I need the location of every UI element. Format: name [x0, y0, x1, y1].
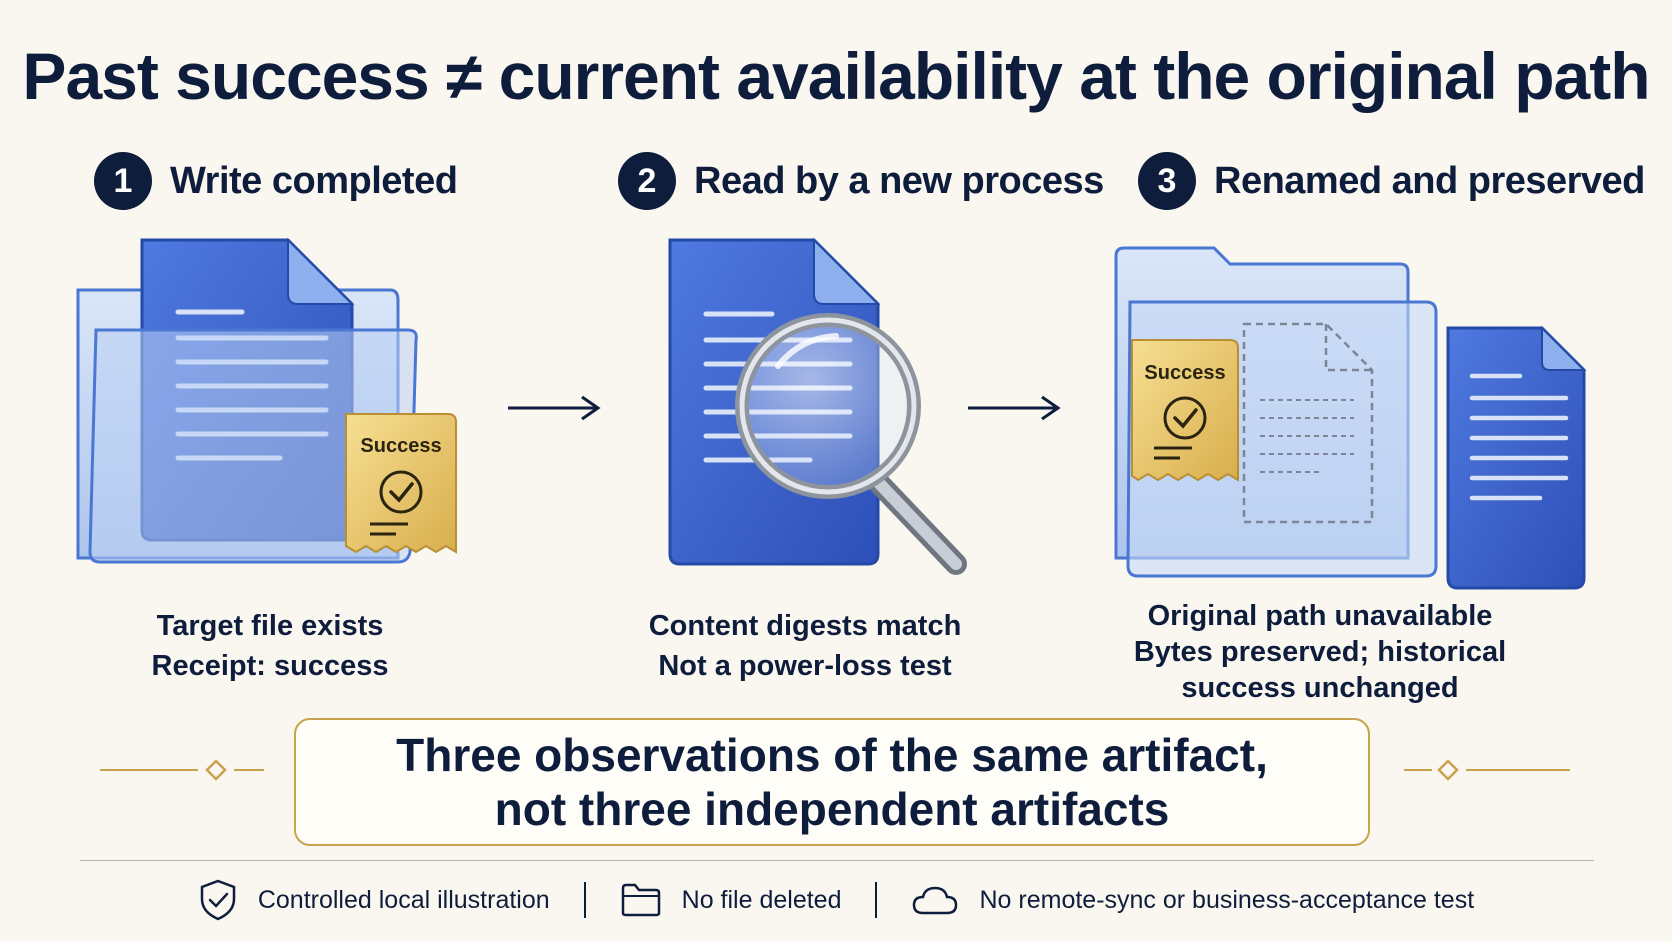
- missing-file-outline: [1242, 322, 1374, 524]
- arrow-right-icon: [968, 395, 1061, 421]
- step-3-caption: Original path unavailable Bytes preserve…: [1110, 598, 1530, 706]
- renamed-file-illustration: Success: [1114, 246, 1587, 590]
- step-3-caption-line-1: Original path unavailable: [1147, 600, 1493, 632]
- step-1-caption: Target file exists Receipt: success: [110, 606, 430, 686]
- document-inspection-illustration: [668, 237, 967, 575]
- shield-check-icon: [200, 879, 236, 921]
- footer-item-deleted: No file deleted: [620, 882, 842, 918]
- receipt-success-label: Success: [360, 435, 441, 457]
- renamed-document-icon: [1446, 325, 1587, 590]
- footer-separator: [583, 882, 586, 918]
- cloud-icon: [913, 886, 958, 915]
- footer-text-local: Controlled local illustration: [257, 885, 550, 914]
- conclusion-line-2: not three independent artifacts: [494, 783, 1170, 835]
- check-circle-icon: [379, 470, 423, 514]
- step-1-label: Write completed: [170, 159, 458, 202]
- footer-item-local: Controlled local illustration: [198, 878, 550, 922]
- folder-icon: [621, 883, 660, 917]
- step-3-label: Renamed and preserved: [1214, 159, 1645, 202]
- footer-divider: [80, 860, 1594, 861]
- ornament-left: [100, 759, 264, 781]
- step-1-caption-line-1: Target file exists: [156, 610, 384, 642]
- step-2-header: 2 Read by a new process: [618, 152, 1104, 210]
- page-title: Past success ≠ current availability at t…: [22, 39, 1650, 113]
- footer-text-deleted: No file deleted: [681, 885, 842, 914]
- footer-text-remote: No remote-sync or business-acceptance te…: [979, 885, 1475, 914]
- step-3-caption-line-3: success unchanged: [1181, 672, 1459, 704]
- step-1-header: 1 Write completed: [94, 152, 458, 210]
- step-1-number-badge: 1: [94, 152, 152, 210]
- arrow-right-icon: [508, 395, 601, 421]
- success-receipt-3: Success: [1131, 339, 1239, 482]
- check-circle-icon: [1163, 396, 1207, 440]
- step-2-label: Read by a new process: [694, 159, 1104, 202]
- ornament-right: [1404, 759, 1570, 781]
- conclusion-line-1: Three observations of the same artifact,: [396, 729, 1268, 781]
- receipt-success-label: Success: [1144, 362, 1225, 384]
- footer-item-remote: No remote-sync or business-acceptance te…: [911, 883, 1474, 917]
- step-2-caption-line-2: Not a power-loss test: [658, 650, 952, 682]
- step-2-number-badge: 2: [618, 152, 676, 210]
- step-2-caption: Content digests match Not a power-loss t…: [630, 606, 980, 686]
- success-receipt-1: Success: [345, 413, 457, 554]
- magnifying-glass-icon: [735, 313, 967, 575]
- footer-separator: [875, 882, 878, 918]
- conclusion-box: Three observations of the same artifact,…: [294, 718, 1370, 846]
- written-file-folder-illustration: Success: [76, 237, 457, 564]
- step-3-number-badge: 3: [1138, 152, 1196, 210]
- step-3-header: 3 Renamed and preserved: [1138, 152, 1645, 210]
- footer-notes: Controlled local illustration No file de…: [0, 876, 1672, 924]
- step-1-caption-line-2: Receipt: success: [151, 650, 389, 682]
- step-3-caption-line-2: Bytes preserved; historical: [1133, 636, 1507, 668]
- step-2-caption-line-1: Content digests match: [648, 610, 962, 642]
